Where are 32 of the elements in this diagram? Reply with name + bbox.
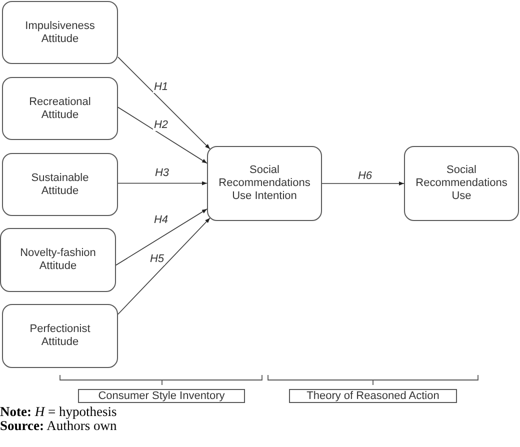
construct-box <box>2 77 118 140</box>
arrow <box>118 106 208 164</box>
box-label: Sustainable Attitude <box>30 172 90 198</box>
construct-box <box>2 153 118 216</box>
construct-box <box>0 228 116 292</box>
arrow <box>322 182 404 186</box>
edge-label: H1 <box>152 81 170 93</box>
edge-label: H4 <box>152 214 170 226</box>
framework-label-box <box>289 389 457 403</box>
construct-box <box>404 146 519 221</box>
arrow <box>118 56 210 150</box>
construct-box <box>2 304 118 368</box>
arrow <box>118 181 208 186</box>
box-label: Consumer Style Inventory <box>98 390 225 402</box>
footnote: Note: H = hypothesis <box>0 405 117 419</box>
arrow <box>118 218 210 315</box>
box-label: Social Recommendations Use <box>415 164 508 203</box>
construct-box <box>2 1 118 64</box>
construct-box <box>207 146 322 221</box>
edge-label: H3 <box>154 167 170 179</box>
framework-label-box <box>78 389 245 403</box>
edge-label: H5 <box>148 253 166 265</box>
box-label: Perfectionist Attitude <box>28 323 92 349</box>
edge-label: H6 <box>356 170 374 182</box>
footnote: Source: Authors own <box>0 419 117 433</box>
box-label: Theory of Reasoned Action <box>306 390 440 402</box>
box-label: Social Recommendations Use Intention <box>218 164 311 203</box>
arrow <box>116 208 208 266</box>
box-label: Recreational Attitude <box>28 96 92 122</box>
box-label: Impulsiveness Attitude <box>24 20 96 46</box>
box-label: Novelty-fashion Attitude <box>19 247 97 273</box>
edge-label: H2 <box>152 119 170 131</box>
